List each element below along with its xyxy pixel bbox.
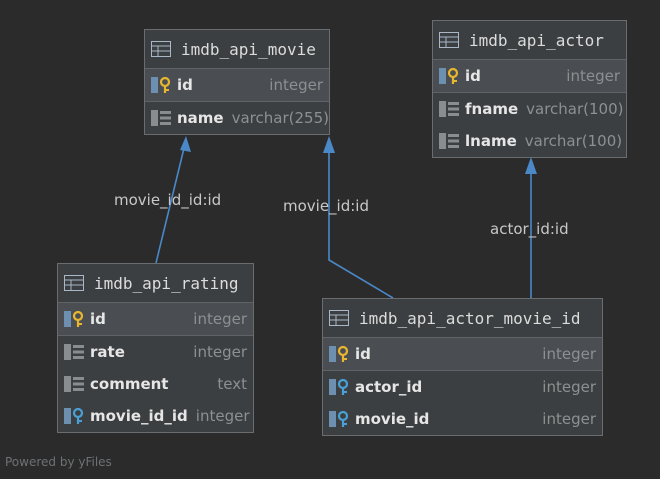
primary-key-icon: [329, 345, 349, 362]
arrowhead-actor-from-actor-movie: [525, 157, 537, 174]
table-title: imdb_api_rating: [94, 273, 239, 293]
column-type: integer: [193, 310, 247, 328]
table-header[interactable]: imdb_api_actor: [433, 21, 626, 60]
column-name: comment: [90, 375, 169, 393]
table-title: imdb_api_actor: [469, 30, 604, 50]
table-imdb-api-movie[interactable]: imdb_api_movie id integer name varchar(2…: [144, 29, 330, 135]
column-type: varchar(255): [231, 109, 329, 127]
column-type: text: [217, 375, 247, 393]
column-icon: [151, 110, 171, 126]
column-name: movie_id_id: [90, 407, 188, 425]
column-name: id: [90, 310, 106, 328]
table-title: imdb_api_actor_movie_id: [359, 308, 581, 328]
column-type: integer: [193, 343, 247, 361]
column-type: integer: [542, 345, 596, 363]
column-icon: [439, 101, 459, 117]
column-type: varchar(100): [526, 100, 624, 118]
column-icon: [64, 344, 84, 360]
column-row-fname[interactable]: fname varchar(100): [433, 93, 626, 125]
edge-label-actor-movie-actor: actor_id:id: [490, 220, 569, 238]
column-row-name[interactable]: name varchar(255): [145, 102, 329, 134]
table-imdb-api-actor[interactable]: imdb_api_actor id integer fname varchar(…: [432, 20, 627, 158]
table-icon: [151, 41, 171, 57]
column-name: fname: [465, 100, 519, 118]
column-row-actor-id[interactable]: actor_id integer: [323, 371, 602, 403]
table-title: imdb_api_movie: [181, 39, 316, 59]
column-name: movie_id: [355, 410, 430, 428]
column-row-id[interactable]: id integer: [323, 338, 602, 371]
column-name: rate: [90, 343, 125, 361]
table-icon: [439, 32, 459, 48]
table-header[interactable]: imdb_api_movie: [145, 30, 329, 69]
column-row-movie-id[interactable]: movie_id integer: [323, 403, 602, 435]
column-type: integer: [542, 410, 596, 428]
table-icon: [329, 310, 349, 326]
column-type: varchar(100): [524, 132, 623, 150]
edge-rating-to-movie[interactable]: [155, 139, 187, 264]
primary-key-icon: [64, 310, 84, 327]
column-type: integer: [566, 67, 620, 85]
column-row-comment[interactable]: comment text: [58, 368, 253, 400]
edge-label-actor-movie-movie: movie_id:id: [283, 197, 369, 215]
table-header[interactable]: imdb_api_actor_movie_id: [323, 299, 602, 338]
column-name: lname: [465, 132, 517, 150]
table-icon: [64, 275, 84, 291]
column-icon: [439, 133, 459, 149]
column-name: id: [465, 67, 481, 85]
column-type: integer: [269, 76, 323, 94]
column-row-lname[interactable]: lname varchar(100): [433, 125, 626, 157]
foreign-key-icon: [329, 410, 349, 427]
arrowhead-movie-from-actor-movie: [323, 136, 335, 153]
foreign-key-icon: [329, 378, 349, 395]
edge-actor-movie-to-movie[interactable]: [328, 150, 394, 299]
primary-key-icon: [151, 76, 171, 93]
arrowhead-movie-from-rating: [180, 136, 191, 152]
powered-by-footer: Powered by yFiles: [5, 455, 112, 469]
column-row-id[interactable]: id integer: [145, 69, 329, 102]
column-row-movie-id-id[interactable]: movie_id_id integer: [58, 400, 253, 432]
table-imdb-api-actor-movie-id[interactable]: imdb_api_actor_movie_id id integer actor…: [322, 298, 603, 436]
column-name: id: [355, 345, 371, 363]
table-imdb-api-rating[interactable]: imdb_api_rating id integer rate integer …: [57, 263, 254, 433]
column-row-id[interactable]: id integer: [433, 60, 626, 93]
column-type: integer: [542, 378, 596, 396]
column-name: name: [177, 109, 224, 127]
foreign-key-icon: [64, 407, 84, 424]
column-name: actor_id: [355, 378, 423, 396]
primary-key-icon: [439, 67, 459, 84]
column-type: integer: [195, 407, 250, 425]
column-row-id[interactable]: id integer: [58, 303, 253, 336]
column-icon: [64, 376, 84, 392]
table-header[interactable]: imdb_api_rating: [58, 264, 253, 303]
edge-label-rating-movie: movie_id_id:id: [114, 191, 222, 209]
column-name: id: [177, 76, 193, 94]
column-row-rate[interactable]: rate integer: [58, 336, 253, 368]
